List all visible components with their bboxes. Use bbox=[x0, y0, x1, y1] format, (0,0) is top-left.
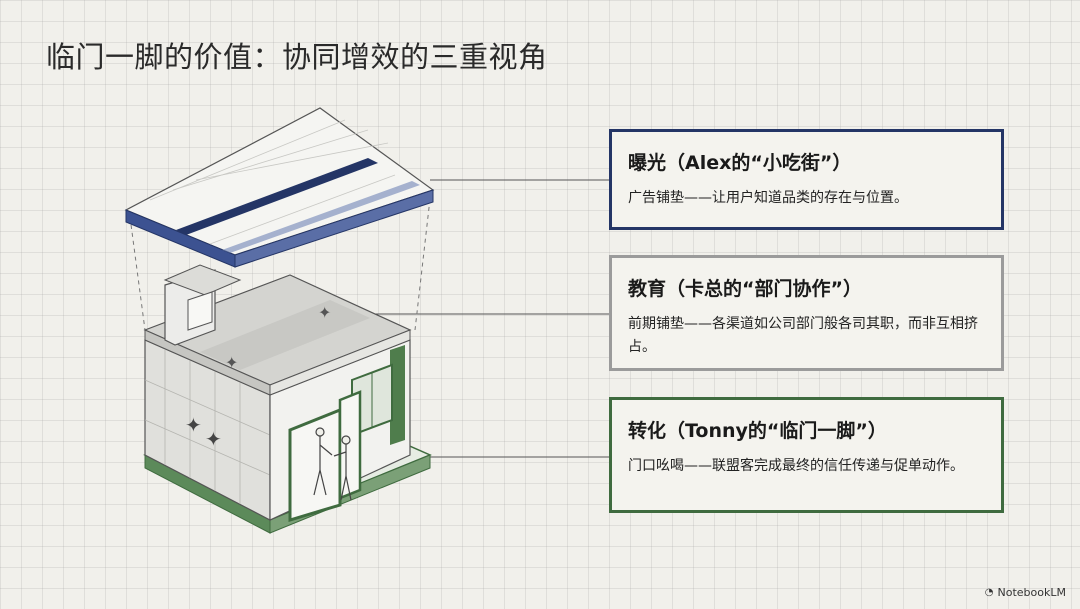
svg-text:✦: ✦ bbox=[225, 353, 238, 372]
building-left-wall: ✦ ✦ bbox=[144, 339, 271, 521]
card-education-title: 教育（卡总的“部门协作”） bbox=[628, 278, 862, 300]
page-title: 临门一脚的价值：协同增效的三重视角 bbox=[46, 40, 548, 74]
building-top: ✦ ✦ bbox=[143, 274, 412, 396]
card-conversion: 转化（Tonny的“临门一脚”） 门口吆喝——联盟客完成最终的信任传递与促单动作… bbox=[609, 397, 1004, 513]
card-conversion-desc: 门口吆喝——联盟客完成最终的信任传递与促单动作。 bbox=[628, 458, 964, 474]
svg-text:✦: ✦ bbox=[318, 303, 331, 322]
card-education: 教育（卡总的“部门协作”） 前期铺垫——各渠道如公司部门般各司其职，而非互相挤占… bbox=[609, 255, 1004, 371]
card-education-desc: 前期铺垫——各渠道如公司部门般各司其职，而非互相挤占。 bbox=[628, 316, 978, 355]
roof-panel bbox=[124, 107, 435, 268]
people-figures bbox=[313, 427, 352, 501]
card-conversion-title: 转化（Tonny的“临门一脚”） bbox=[628, 420, 887, 442]
card-exposure-title: 曝光（Alex的“小吃街”） bbox=[628, 152, 852, 174]
connector-lines bbox=[360, 179, 609, 458]
card-exposure: 曝光（Alex的“小吃街”） 广告铺垫——让用户知道品类的存在与位置。 bbox=[609, 129, 1004, 230]
svg-text:✦: ✦ bbox=[185, 413, 202, 437]
card-exposure-desc: 广告铺垫——让用户知道品类的存在与位置。 bbox=[628, 190, 908, 206]
svg-text:✦: ✦ bbox=[205, 427, 222, 451]
brand-label: NotebookLM bbox=[997, 586, 1066, 599]
notebooklm-brand: ◔ NotebookLM bbox=[985, 586, 1066, 599]
notebooklm-icon: ◔ bbox=[984, 587, 994, 598]
entrance-door bbox=[288, 390, 362, 523]
rooftop-structure bbox=[163, 264, 242, 346]
